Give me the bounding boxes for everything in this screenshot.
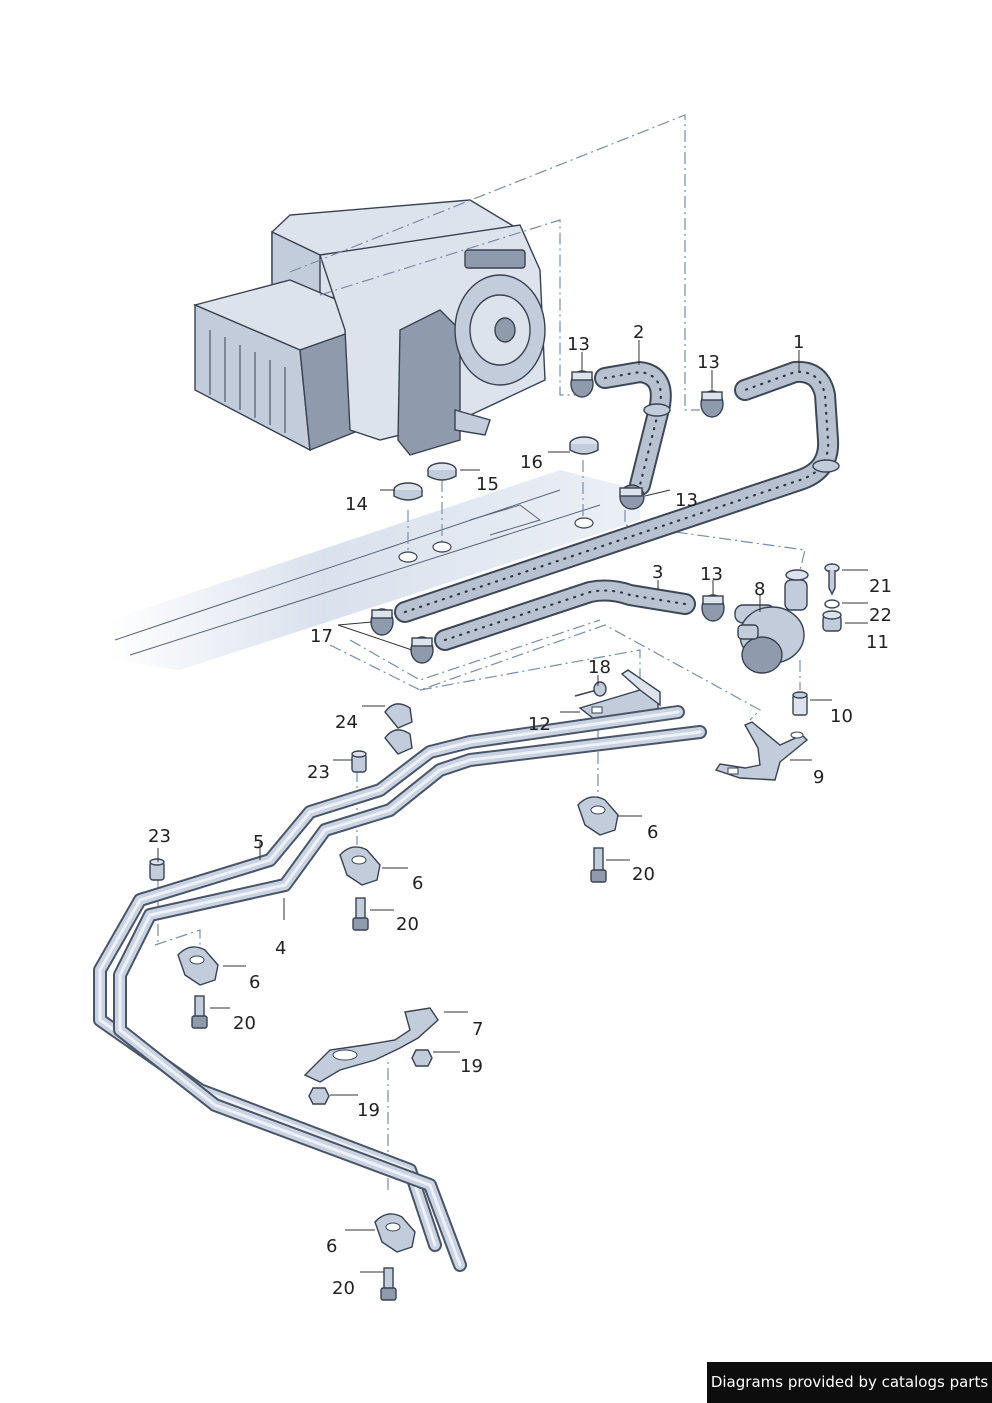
callout-15: 15 (476, 474, 499, 495)
callout-12: 12 (528, 714, 551, 735)
pipe-clamp-6c (177, 946, 219, 986)
callout-6a: 6 (647, 822, 658, 843)
clip-24 (384, 703, 413, 755)
callout-18: 18 (588, 657, 611, 678)
callout-21: 21 (869, 576, 892, 597)
nut-23b (149, 858, 165, 881)
callout-20c: 20 (233, 1013, 256, 1034)
clamp-13d (701, 594, 725, 622)
clamp-17a (370, 608, 394, 636)
coolant-hose-3 (434, 579, 696, 651)
bushing-10 (792, 691, 808, 716)
callout-13c: 13 (675, 490, 698, 511)
bolt-20d (380, 1267, 397, 1301)
bolt-20c (191, 995, 208, 1029)
clamp-13a (570, 370, 594, 398)
nut-23a (351, 750, 367, 773)
floor-panel (110, 470, 640, 670)
nut-19b (308, 1087, 330, 1105)
bolt-20b (352, 897, 369, 931)
callout-7: 7 (472, 1019, 483, 1040)
coolant-hose-1 (394, 360, 840, 623)
callout-13a: 13 (567, 334, 590, 355)
washer-22 (824, 599, 840, 609)
screw-21 (824, 563, 840, 596)
heater-pipe-5 (93, 705, 685, 1252)
callout-4: 4 (275, 938, 286, 959)
callout-11: 11 (866, 632, 889, 653)
pipe-clamp-6b (339, 846, 381, 886)
callout-14: 14 (345, 494, 368, 515)
callout-19b: 19 (357, 1100, 380, 1121)
callout-2: 2 (633, 322, 644, 343)
bolt-20a (590, 847, 607, 883)
callout-13d: 13 (700, 564, 723, 585)
clamp-13b (700, 390, 724, 418)
nut-19a (411, 1049, 433, 1067)
callout-6b: 6 (412, 873, 423, 894)
callout-20d: 20 (332, 1278, 355, 1299)
grommet-11 (822, 610, 842, 632)
coolant-hose-2 (594, 361, 672, 496)
callout-13b: 13 (697, 352, 720, 373)
plug-14 (393, 482, 423, 501)
callout-23a: 23 (307, 762, 330, 783)
attribution-banner: Diagrams provided by catalogs parts (707, 1362, 992, 1403)
callout-23b: 23 (148, 826, 171, 847)
callout-6d: 6 (326, 1236, 337, 1257)
leader-lines (157, 340, 868, 1273)
callout-20b: 20 (396, 914, 419, 935)
pipe-clamp-6a (577, 796, 619, 836)
callout-17: 17 (310, 626, 333, 647)
clamp-13c (619, 484, 645, 510)
callout-22: 22 (869, 605, 892, 626)
callout-8: 8 (754, 579, 765, 600)
heater-unit (192, 199, 546, 456)
callout-6c: 6 (249, 972, 260, 993)
callout-24: 24 (335, 712, 358, 733)
callout-9: 9 (813, 767, 824, 788)
floor-holes (398, 517, 594, 563)
callout-3: 3 (652, 562, 663, 583)
callout-labels: 1 2 13 13 13 13 3 8 14 15 16 17 18 12 21… (148, 322, 892, 1299)
pipe-clamp-6d (374, 1213, 416, 1253)
rivet-18 (574, 681, 607, 697)
callout-20a: 20 (632, 864, 655, 885)
callout-1: 1 (793, 332, 804, 353)
heater-pipe-4 (113, 725, 707, 1272)
callout-10: 10 (830, 706, 853, 727)
valve-8 (734, 569, 809, 674)
plug-16 (569, 436, 599, 455)
callout-19a: 19 (460, 1056, 483, 1077)
hose-clamps (370, 370, 725, 664)
plug-15 (427, 462, 457, 481)
bracket-7 (303, 1007, 439, 1083)
callout-16: 16 (520, 452, 543, 473)
callout-5: 5 (253, 832, 264, 853)
bracket-9 (714, 721, 809, 781)
clamp-17b (410, 636, 434, 664)
